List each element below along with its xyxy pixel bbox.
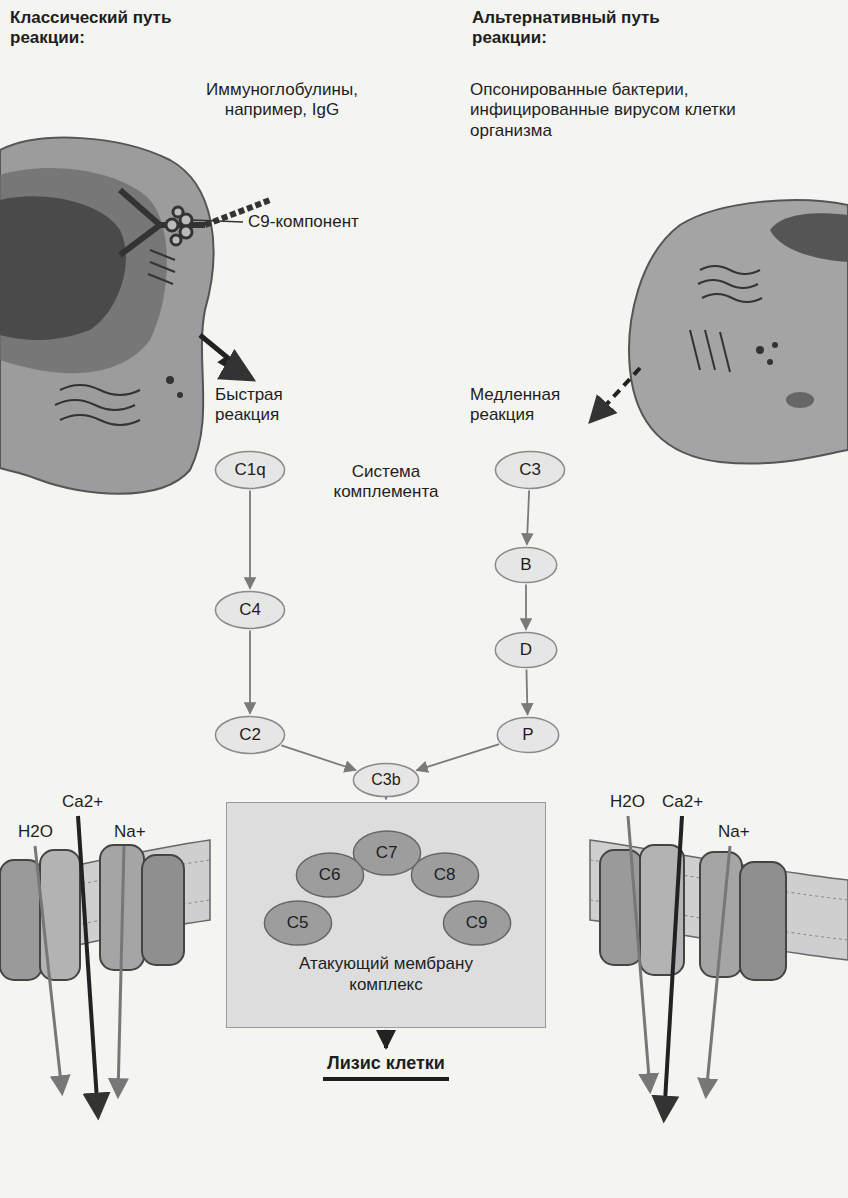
- component-ellipse: C5: [263, 899, 333, 947]
- flow-arrow: [527, 490, 529, 544]
- node-text: C7: [376, 843, 398, 863]
- ion-label: Na+: [112, 822, 148, 842]
- callout-label: C9-компонент: [248, 212, 359, 232]
- membrane-channel-right: [590, 816, 848, 1118]
- cell-classic: [0, 138, 213, 494]
- component-ellipse: C4: [214, 590, 286, 630]
- note-text: Иммуноглобулины, например, IgG: [192, 80, 372, 121]
- node-text: C5: [287, 913, 309, 933]
- note-text: Система комплемента: [330, 462, 442, 503]
- flow-arrow: [281, 745, 356, 770]
- flow-arrow: [526, 669, 527, 714]
- note-text: Медленная реакция: [470, 385, 582, 426]
- ion-label: H2O: [16, 822, 55, 842]
- node-text: Атакующий мембрану комплекс: [227, 953, 545, 996]
- path-heading: Альтернативный путь реакции:: [472, 8, 707, 49]
- component-ellipse: C2: [214, 715, 286, 755]
- component-ellipse: C1q: [214, 450, 286, 490]
- cell-alternative: [629, 200, 848, 463]
- complex-box: Атакующий мембрану комплекс C7C6 C8C5 C9: [226, 802, 546, 1028]
- component-ellipse: C3b: [352, 762, 420, 798]
- node-text: C6: [319, 865, 341, 885]
- flow-arrow: [384, 1030, 388, 1048]
- flow-arrow: [249, 490, 251, 588]
- component-ellipse: C3: [494, 450, 566, 490]
- component-ellipse: C6: [295, 851, 365, 899]
- node-text: C9: [466, 913, 488, 933]
- ion-label: H2O: [608, 792, 647, 812]
- ion-label: Ca2+: [60, 792, 105, 812]
- slow-arrow: [592, 368, 640, 420]
- flow-arrow: [249, 630, 251, 713]
- ion-label: Na+: [716, 822, 752, 842]
- node-text: C8: [434, 865, 456, 885]
- component-ellipse: C8: [410, 851, 480, 899]
- fast-arrow: [200, 335, 250, 378]
- node-text: B: [520, 555, 531, 575]
- component-ellipse: D: [494, 631, 558, 669]
- node-text: C4: [239, 600, 261, 620]
- ion-label: Ca2+: [660, 792, 705, 812]
- component-ellipse: B: [494, 546, 558, 584]
- flow-arrow: [417, 744, 500, 770]
- node-text: C3b: [371, 771, 400, 789]
- component-ellipse: C9: [442, 899, 512, 947]
- node-text: P: [522, 725, 533, 745]
- note-text: Быстрая реакция: [215, 385, 310, 426]
- result-label: Лизис клетки: [323, 1051, 449, 1081]
- component-ellipse: P: [496, 716, 560, 754]
- flow-arrow: [385, 798, 387, 800]
- node-text: C3: [519, 460, 541, 480]
- antibody: [120, 190, 270, 255]
- flow-arrow: [525, 584, 527, 629]
- node-text: C1q: [234, 460, 265, 480]
- node-text: D: [520, 640, 532, 660]
- membrane-channel-left: [0, 816, 210, 1115]
- path-heading: Классический путь реакции:: [10, 8, 225, 49]
- node-text: C2: [239, 725, 261, 745]
- note-text: Опсонированные бактерии, инфицированные …: [470, 80, 740, 141]
- node-text: Лизис клетки: [327, 1053, 445, 1074]
- leader-line: [192, 220, 243, 222]
